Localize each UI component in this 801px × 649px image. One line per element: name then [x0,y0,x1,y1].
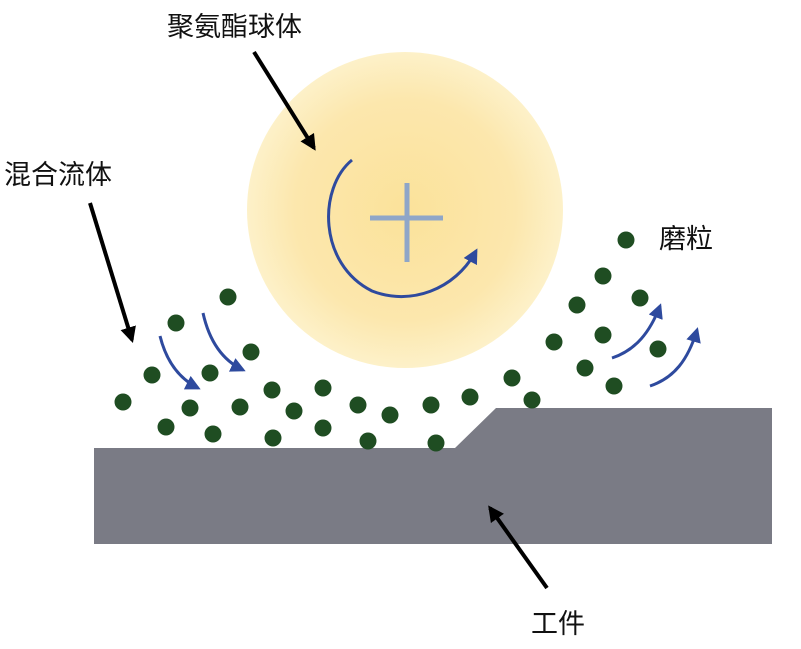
polyurethane-ball-label: 聚氨酯球体 [167,12,302,43]
abrasive-particle [523,391,541,409]
abrasive-particle [242,343,260,361]
abrasive-particle [181,399,199,417]
abrasive-particle [219,288,237,306]
abrasive-particle [157,418,175,436]
abrasive-particle [285,402,303,420]
abrasive-particle [617,231,635,249]
abrasive-particle [263,381,281,399]
abrasive-particle [201,364,219,382]
abrasive-particle [461,388,479,406]
abrasive-particle [167,314,185,332]
workpiece-label: 工件 [531,609,585,640]
abrasive-particle [427,434,445,452]
abrasive-particle [114,393,132,411]
abrasive-particles [114,231,667,452]
abrasive-particle [314,379,332,397]
flow-arrow-right-1 [611,303,663,360]
pointer-arrow-ball [252,50,316,151]
mixed-fluid-label: 混合流体 [4,160,112,191]
abrasive-particle [594,326,612,344]
abrasive-particle [631,289,649,307]
abrasive-particle [605,377,623,395]
abrasive-particle [359,432,377,450]
abrasive-particle [568,296,586,314]
flow-arrow-left-1 [158,335,201,390]
abrasive-particle [264,429,282,447]
abrasive-particle [231,398,249,416]
abrasive-particle [594,267,612,285]
abrasive-particle [143,366,161,384]
pointer-arrow-workpiece [488,505,549,590]
abrasive-particle [649,340,667,358]
pointer-arrows [88,50,549,590]
abrasive-label: 磨粒 [659,224,713,255]
abrasive-particle [422,396,440,414]
rotation-arrow [327,158,478,299]
abrasive-particle [314,419,332,437]
abrasive-particle [349,396,367,414]
abrasive-particle [204,425,222,443]
flow-arrow-left-2 [201,312,246,372]
abrasive-particle [576,359,594,377]
workpiece-block [94,408,772,544]
flow-arrows [158,303,701,390]
abrasive-particle [381,406,399,424]
flow-arrow-right-2 [649,327,701,388]
abrasive-particle [545,333,563,351]
pointer-arrow-fluid [88,202,136,344]
abrasive-particle [503,369,521,387]
rotation-center-cross [370,183,443,262]
